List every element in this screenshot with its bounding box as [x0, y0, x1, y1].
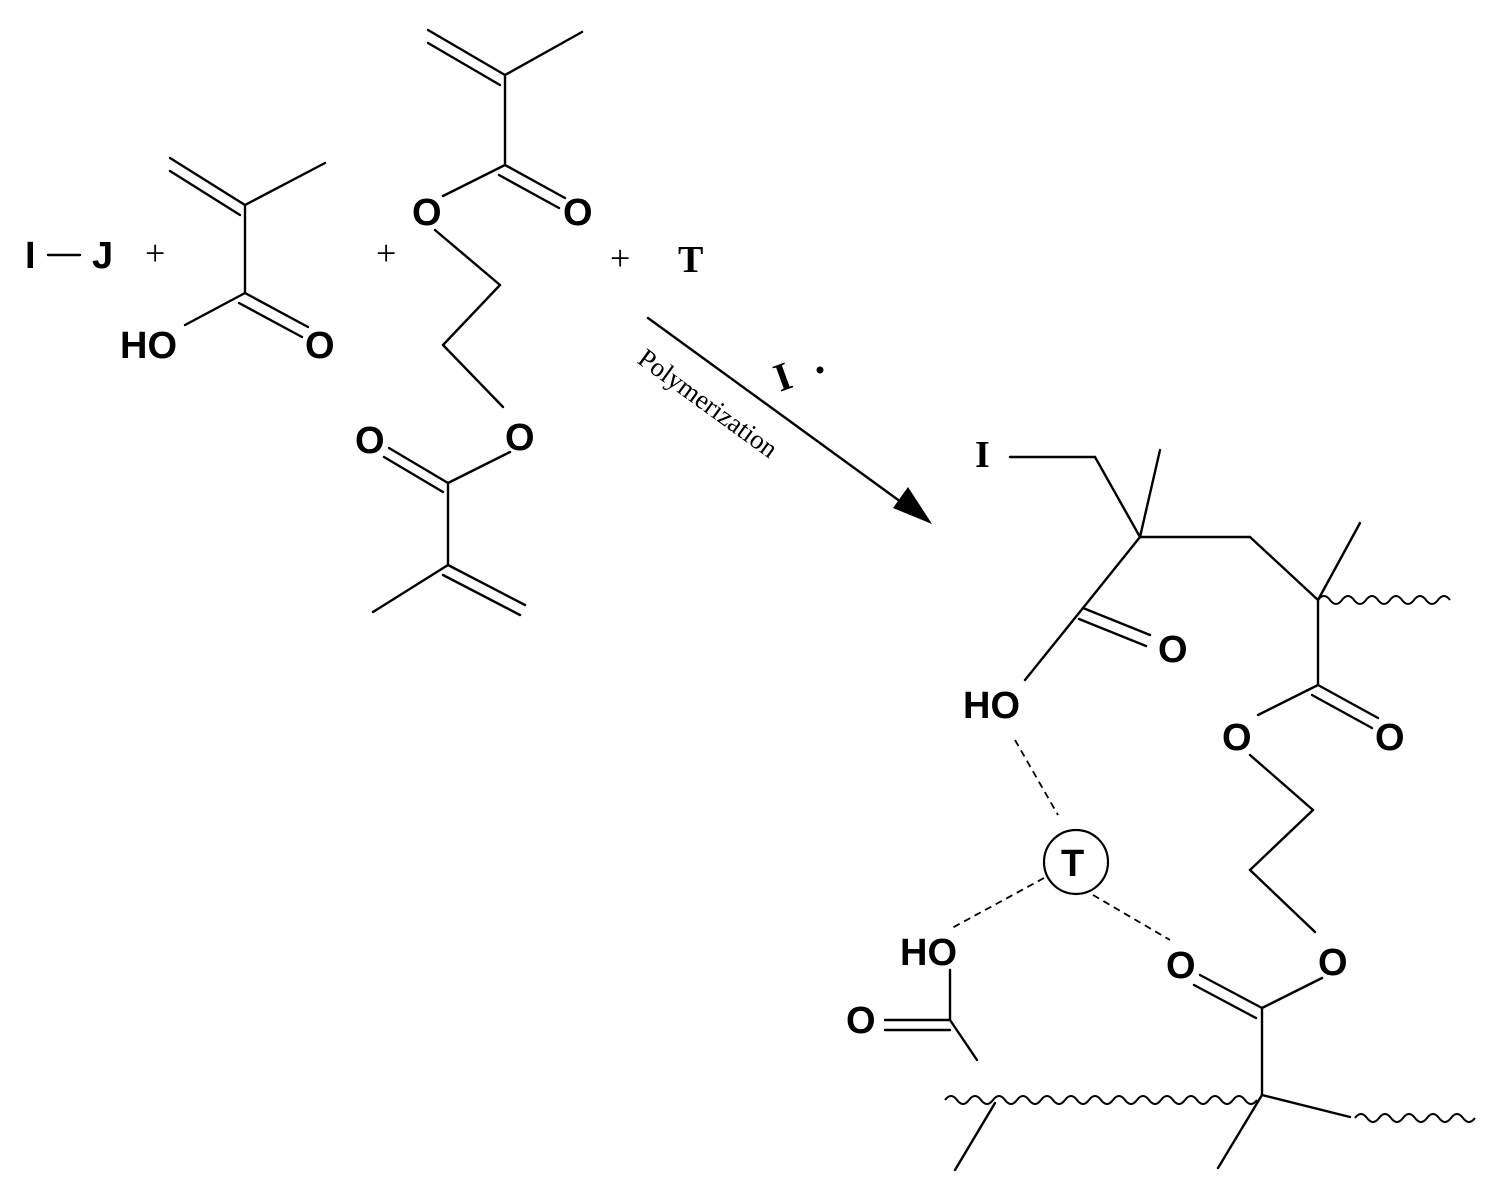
polymer-chain-wavy-1	[1317, 595, 1451, 605]
product-ester-oxygen-upper-label: O	[1222, 717, 1252, 759]
second-acid-hydroxyl-label: HO	[900, 932, 957, 974]
product-ester-carbonyl-upper-label: O	[1375, 717, 1405, 759]
carbonyl-oxygen-top-label: O	[563, 192, 593, 234]
template-circle	[1042, 828, 1110, 896]
acid-carbonyl-label: O	[305, 325, 335, 367]
acid-hydroxyl-label: HO	[120, 325, 177, 367]
initiator-I-label: I	[25, 235, 36, 277]
methacrylic-acid-monomer: HO O	[120, 156, 335, 367]
plus-sign-3: +	[610, 238, 630, 278]
second-acid-carbonyl-label: O	[846, 1000, 876, 1042]
product-carboxyl-hydroxyl-label: HO	[963, 685, 1020, 727]
imprinted-polymer-product: I O HO O O T HO O O O	[846, 434, 1476, 1172]
product-ester-carbonyl-lower-label: O	[1166, 945, 1196, 987]
radical-initiator-label: I	[768, 353, 798, 401]
end-group-I-label: I	[975, 434, 990, 476]
plus-sign-2: +	[376, 233, 396, 273]
radical-dot	[816, 366, 824, 374]
template-T-label: T	[678, 239, 703, 281]
initiator-IJ: I J	[25, 235, 113, 277]
polymer-chain-wavy-2	[944, 1095, 1258, 1105]
polymer-chain-wavy-3	[1354, 1113, 1476, 1123]
product-carboxyl-carbonyl-label: O	[1158, 629, 1188, 671]
ester-oxygen-top-label: O	[412, 192, 442, 234]
product-template-T-label: T	[1061, 843, 1084, 885]
carbonyl-oxygen-bottom-label: O	[355, 420, 385, 462]
product-ester-oxygen-lower-label: O	[1318, 942, 1348, 984]
egdma-crosslinker-monomer: O O O O	[355, 28, 593, 617]
initiator-J-label: J	[92, 235, 113, 277]
reaction-arrow: I Polymerization	[632, 316, 932, 524]
plus-sign-1: +	[145, 233, 165, 273]
